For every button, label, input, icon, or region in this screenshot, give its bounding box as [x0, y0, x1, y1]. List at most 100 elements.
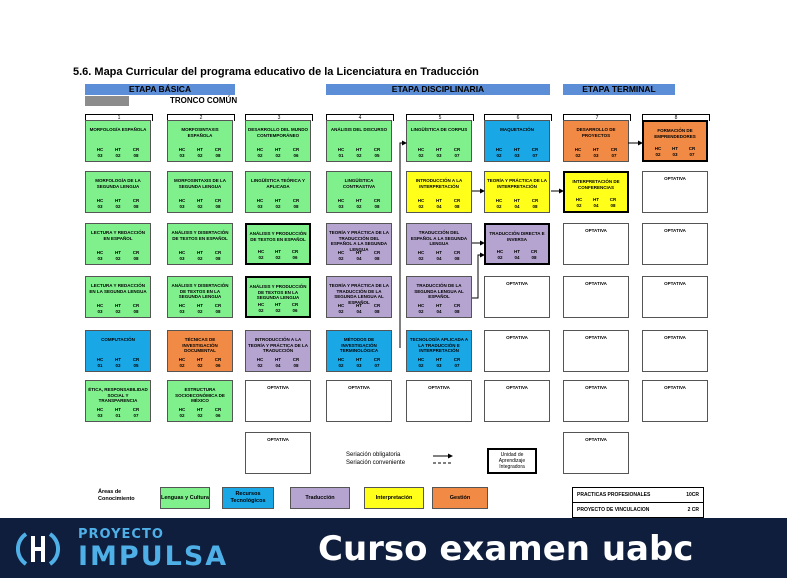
credit-header: CR — [453, 198, 461, 203]
footer-banner — [0, 518, 787, 578]
stage-terminal: ETAPA TERMINAL — [563, 84, 675, 95]
credit-ht: 04 — [356, 256, 362, 261]
course-name: TECNOLOGÍA APLICADA A LA TRADUCCIÓN E IN… — [409, 337, 469, 353]
credit-header: HT — [197, 357, 203, 362]
credit-header: HT — [115, 147, 121, 152]
credit-header: HC — [575, 197, 583, 202]
credit-hc: 03 — [97, 256, 103, 261]
area-key-interpretacion: Interpretación — [364, 487, 424, 509]
credit-header: CR — [373, 303, 381, 308]
credit-hc: 01 — [338, 153, 344, 158]
credit-header: HC — [178, 147, 186, 152]
credit-header: HC — [337, 303, 345, 308]
credit-cr: 08 — [374, 256, 380, 261]
credit-header: HT — [436, 303, 442, 308]
credit-header: HC — [178, 303, 186, 308]
semester-number: 1 — [85, 114, 153, 121]
credit-ht: 02 — [197, 309, 203, 314]
credit-header: HT — [275, 249, 281, 254]
credit-hc: 03 — [97, 413, 103, 418]
course-name: MORFOSINTAXIS DE LA SEGUNDA LENGUA — [174, 178, 226, 189]
credit-ht: 03 — [436, 153, 442, 158]
credit-cr: 07 — [454, 363, 460, 368]
credit-header: HT — [356, 250, 362, 255]
credit-ht: 03 — [436, 363, 442, 368]
credit-header: HT — [115, 357, 121, 362]
credit-header: HC — [96, 407, 104, 412]
optativa-label: OPTATIVA — [585, 437, 607, 442]
course-cell: ANÁLISIS Y DISERTACIÓN DE TEXTOS EN LA S… — [167, 276, 233, 318]
credit-header: HT — [197, 303, 203, 308]
credit-header: CR — [373, 250, 381, 255]
credit-ht: 02 — [197, 256, 203, 261]
credit-header: HT — [514, 147, 520, 152]
credit-ht: 02 — [275, 204, 281, 209]
course-name: LINGÜÍSTICA TEÓRICA Y APLICADA — [250, 178, 306, 189]
area-key-recursos: Recursos Tecnológicos — [222, 487, 274, 509]
optativa-cell: OPTATIVA — [563, 330, 629, 372]
credit-hc: 01 — [97, 363, 103, 368]
credit-hc: 02 — [338, 363, 344, 368]
credit-cr: 08 — [133, 153, 139, 158]
credit-header: HT — [436, 198, 442, 203]
optativa-label: OPTATIVA — [585, 385, 607, 390]
course-name: MÉTODOS DE INVESTIGACIÓN TERMINOLÓGICA — [339, 337, 379, 353]
credit-header: HT — [197, 250, 203, 255]
credit-cr: 07 — [611, 153, 617, 158]
course-name: TRADUCCIÓN DE LA SEGUNDA LENGUA AL ESPAÑ… — [414, 283, 464, 299]
course-cell: ÉTICA, RESPONSABILIDAD SOCIAL Y TRANSPAR… — [85, 380, 151, 422]
credit-cr: 08 — [532, 204, 538, 209]
credit-header: CR — [292, 147, 300, 152]
credit-header: CR — [132, 303, 140, 308]
credits-row-value: 2 CR — [687, 507, 699, 513]
credit-ht: 04 — [356, 309, 362, 314]
credit-header: CR — [530, 249, 538, 254]
credit-cr: 06 — [293, 153, 299, 158]
credit-header: HT — [672, 146, 678, 151]
optativa-cell: OPTATIVA — [642, 171, 708, 213]
credit-cr: 08 — [293, 204, 299, 209]
credit-header: HC — [257, 302, 265, 307]
credit-ht: 02 — [115, 204, 121, 209]
optativa-label: OPTATIVA — [664, 281, 686, 286]
credit-header: HC — [96, 147, 104, 152]
credit-ht: 04 — [436, 204, 442, 209]
course-name: ANÁLISIS Y PRODUCCIÓN DE TEXTOS EN ESPAÑ… — [249, 231, 307, 242]
credit-hc: 02 — [418, 309, 424, 314]
arrow-tronco-disciplinaria — [399, 140, 407, 348]
credit-ht: 04 — [514, 204, 520, 209]
area-key-gestion: Gestión — [432, 487, 488, 509]
course-name: MORFOLOGÍA DE LA SEGUNDA LENGUA — [95, 178, 141, 189]
credit-header: HT — [356, 198, 362, 203]
course-name: DESARROLLO DEL MUNDO CONTEMPORÁNEO — [248, 127, 308, 138]
semester-number: 7 — [563, 114, 631, 121]
credit-hc: 03 — [338, 204, 344, 209]
credit-hc: 02 — [257, 153, 263, 158]
credits-row-label: PROYECTO DE VINCULACION — [577, 507, 650, 513]
credit-header: CR — [291, 249, 299, 254]
credit-header: HT — [593, 197, 599, 202]
course-name: TRADUCCIÓN DIRECTA E INVERSA — [489, 231, 545, 242]
course-name: ANÁLISIS DEL DISCURSO — [330, 127, 388, 132]
credit-hc: 02 — [497, 255, 503, 260]
